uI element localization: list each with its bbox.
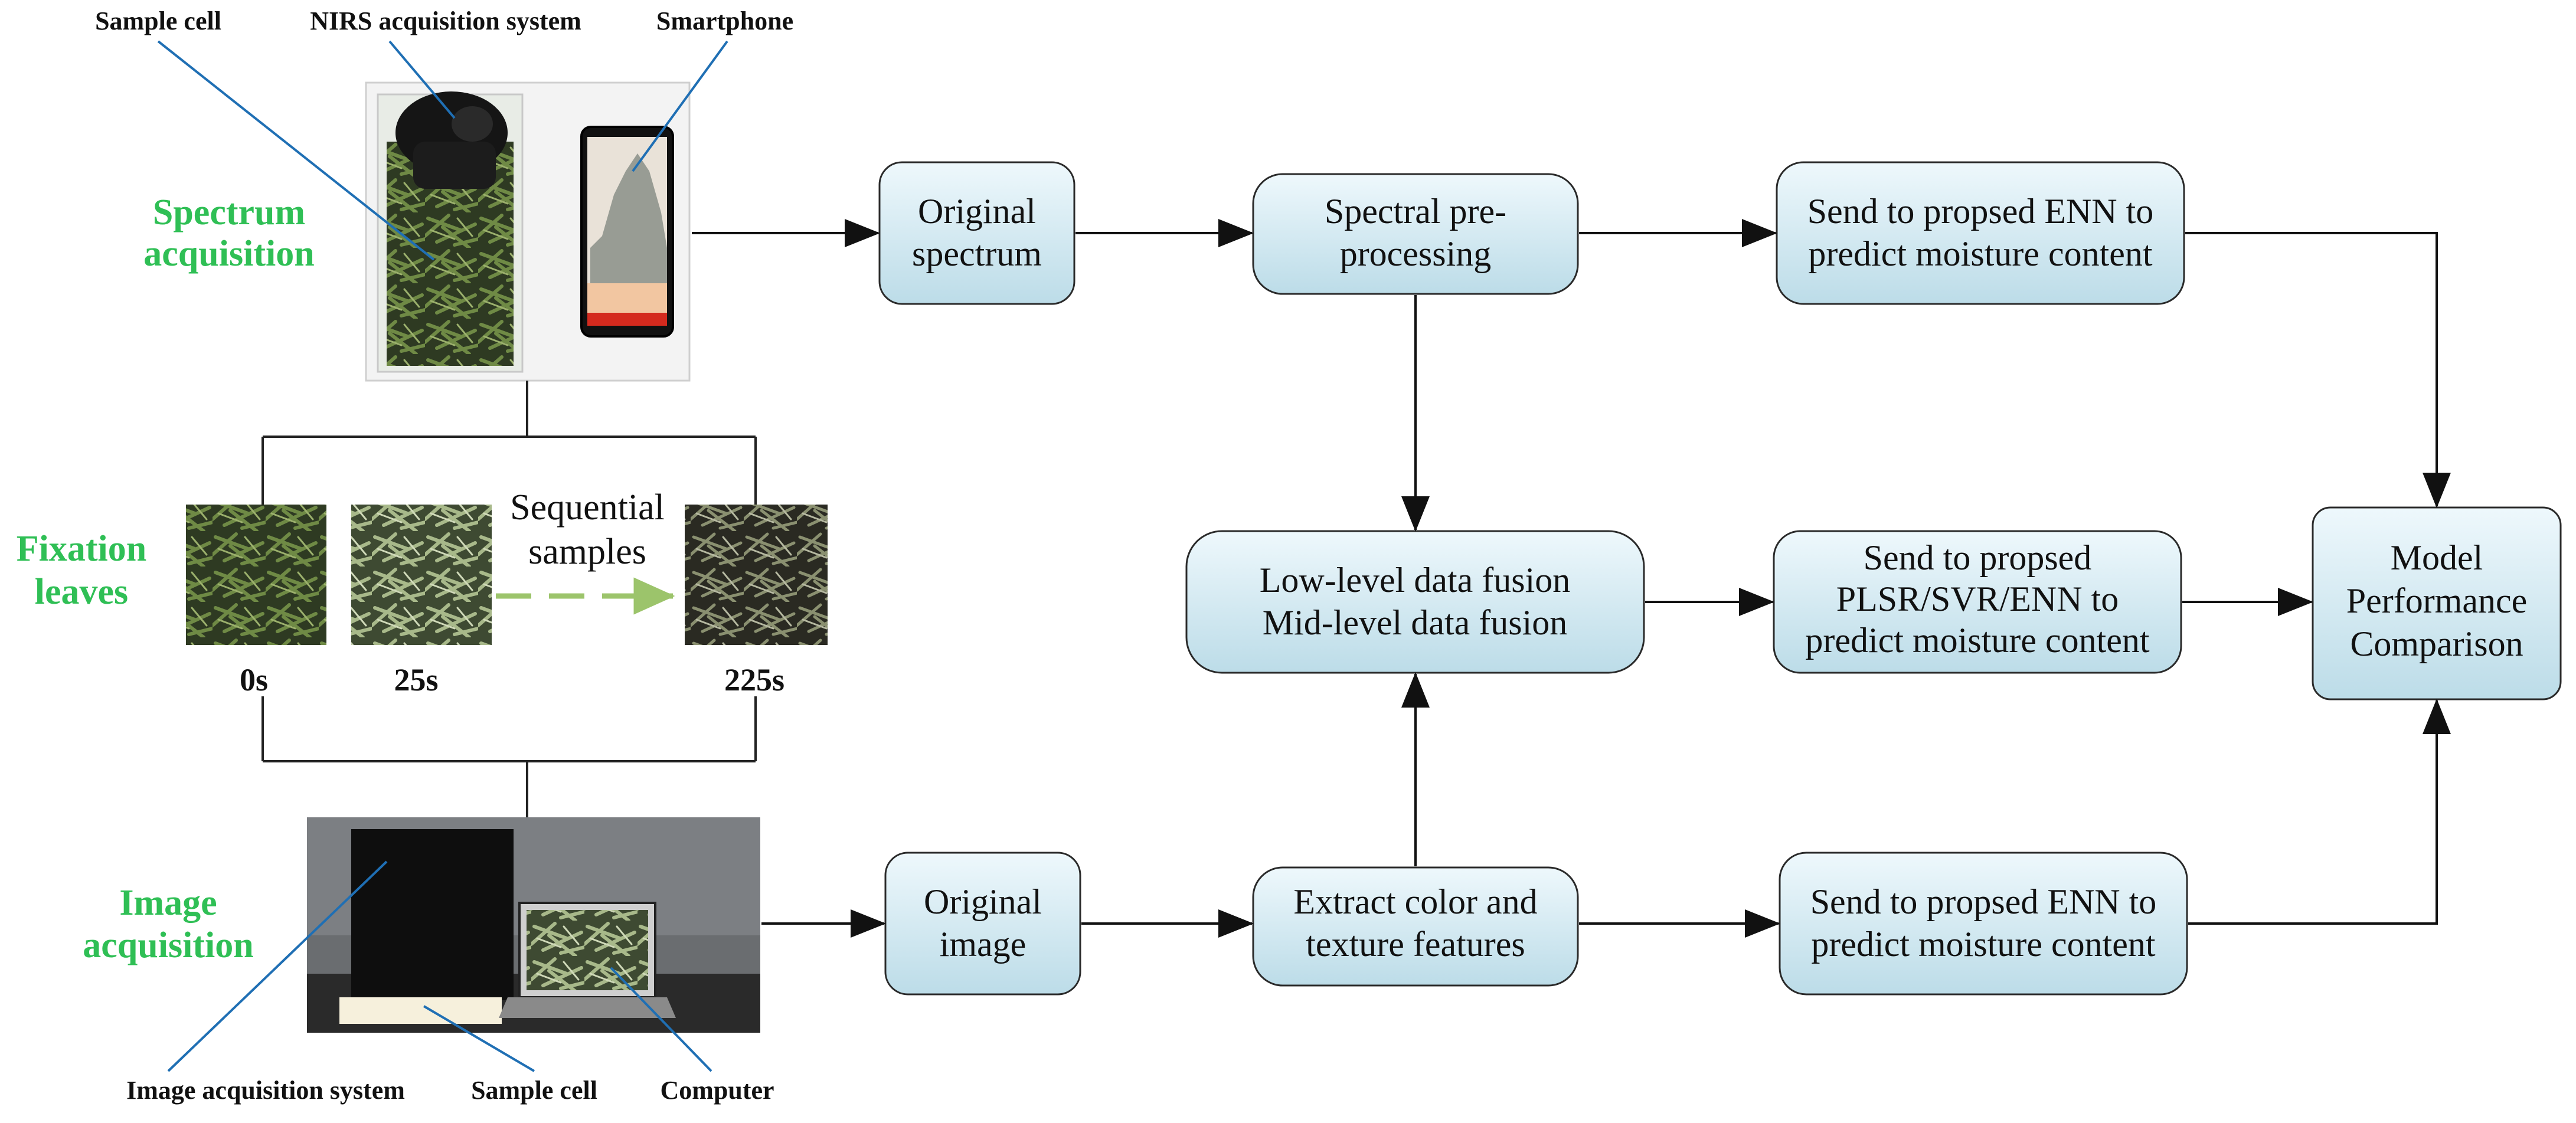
section-label-spectrum-2: acquisition (143, 234, 314, 274)
label-sample-cell-top: Sample cell (95, 6, 221, 35)
svg-text:Performance: Performance (2346, 581, 2528, 620)
box-data-fusion: Low-level data fusion Mid-level data fus… (1185, 530, 1645, 674)
arrow-enn-spectrum-to-comparison (2185, 232, 2451, 508)
box-enn-spectrum: Send to propsed ENN to predict moisture … (1776, 161, 2185, 305)
svg-text:Mid-level data fusion: Mid-level data fusion (1263, 603, 1568, 642)
svg-text:processing: processing (1340, 234, 1492, 273)
box-extract-features: Extract color and texture features (1252, 866, 1579, 987)
sequential-label-1: Sequential (510, 487, 665, 528)
box-original-spectrum: Original spectrum (878, 161, 1075, 305)
callout-sample-cell-bottom (423, 1005, 535, 1072)
nirs-device-icon (395, 91, 508, 189)
leaf-sample-225s (685, 505, 828, 645)
box-original-image: Original image (884, 852, 1081, 996)
label-smartphone: Smartphone (656, 6, 793, 35)
label-nirs-system: NIRS acquisition system (310, 6, 581, 35)
sequential-label-2: samples (528, 532, 646, 572)
leaf-sample-0s (186, 505, 326, 645)
svg-text:Send to propsed ENN to: Send to propsed ENN to (1810, 882, 2157, 921)
svg-text:spectrum: spectrum (912, 234, 1042, 273)
callout-smartphone (632, 40, 728, 172)
smartphone-icon (580, 126, 674, 338)
branch-bottom (261, 696, 757, 817)
time-0s: 0s (240, 662, 268, 698)
computer-icon (499, 902, 676, 1018)
time-25s: 25s (394, 662, 438, 698)
time-225s: 225s (724, 662, 784, 698)
branch-top (261, 381, 757, 505)
svg-text:predict moisture content: predict moisture content (1805, 621, 2149, 660)
svg-text:Spectral pre-: Spectral pre- (1325, 192, 1506, 231)
callout-computer (610, 967, 712, 1072)
arrow-enn-image-to-comparison (2188, 699, 2451, 925)
image-acquisition-photo (307, 817, 760, 1033)
svg-text:Original: Original (924, 882, 1042, 921)
spectrum-acquisition-photo (365, 81, 691, 382)
section-label-image-2: acquisition (83, 925, 253, 965)
section-label-spectrum-1: Spectrum (153, 192, 305, 233)
box-enn-image: Send to propsed ENN to predict moisture … (1779, 852, 2188, 996)
svg-text:Send to propsed ENN to: Send to propsed ENN to (1807, 192, 2154, 231)
svg-text:texture features: texture features (1306, 925, 1525, 964)
svg-text:Original: Original (918, 192, 1036, 231)
svg-text:PLSR/SVR/ENN to: PLSR/SVR/ENN to (1836, 579, 2119, 618)
svg-text:Low-level data fusion: Low-level data fusion (1260, 561, 1571, 600)
svg-text:predict moisture content: predict moisture content (1808, 234, 2152, 273)
svg-text:Model: Model (2391, 538, 2483, 577)
box-spectral-preprocessing: Spectral pre- processing (1252, 173, 1579, 295)
svg-text:Comparison: Comparison (2350, 624, 2523, 663)
section-label-fixation-2: leaves (35, 572, 128, 612)
box-fusion-models: Send to propsed PLSR/SVR/ENN to predict … (1773, 530, 2182, 674)
imaging-box-icon (351, 829, 514, 1000)
label-sample-cell-bottom: Sample cell (471, 1076, 597, 1105)
label-computer: Computer (660, 1076, 774, 1105)
svg-text:Extract color and: Extract color and (1293, 882, 1537, 921)
section-label-fixation-1: Fixation (17, 529, 146, 569)
callout-nirs-system (388, 40, 456, 119)
svg-text:image: image (940, 925, 1027, 964)
callout-image-acq-system (167, 860, 388, 1072)
label-image-acq-system: Image acquisition system (126, 1076, 405, 1105)
svg-text:predict moisture content: predict moisture content (1811, 925, 2155, 964)
callout-sample-cell-top (157, 40, 435, 261)
box-model-comparison: Model Performance Comparison (2312, 506, 2562, 700)
leaf-sample-25s (351, 505, 492, 645)
section-label-image-1: Image (119, 883, 217, 923)
svg-text:Send to propsed: Send to propsed (1864, 538, 2092, 577)
